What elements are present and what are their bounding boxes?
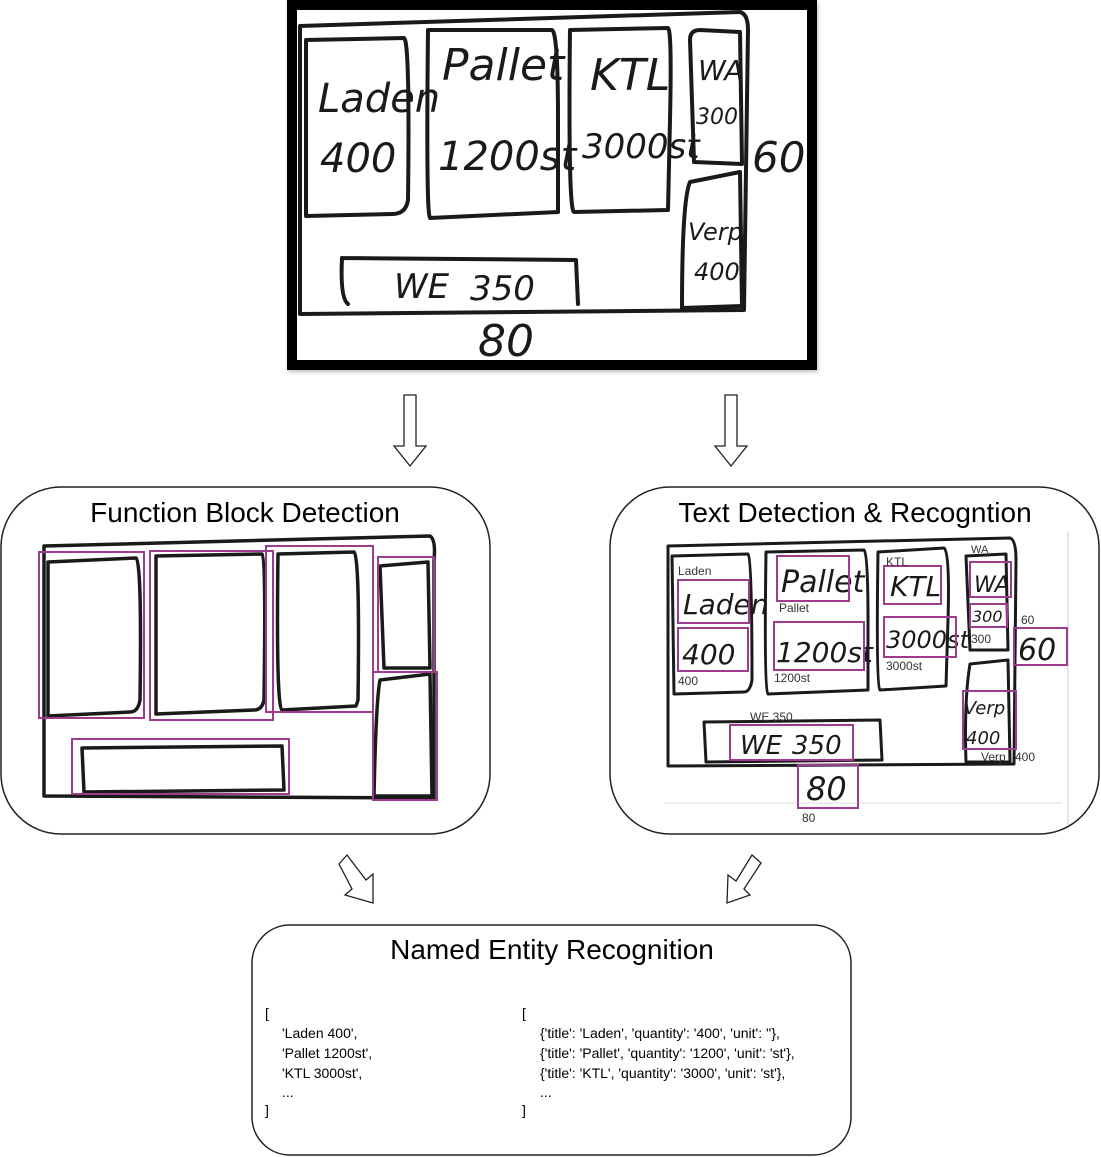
down-arrow-right bbox=[713, 394, 749, 468]
sketch-dim-width: 80 bbox=[478, 316, 534, 367]
ocr-label-60: 60 bbox=[1021, 613, 1035, 627]
ner-output-line: ... bbox=[540, 1084, 552, 1100]
svg-text:KTL: KTL bbox=[890, 570, 941, 603]
svg-text:300: 300 bbox=[972, 607, 1003, 626]
svg-text:80: 80 bbox=[806, 770, 847, 808]
ocr-label-wa-qty: 300 bbox=[971, 632, 991, 646]
down-arrow-left bbox=[392, 394, 428, 468]
ner-output-line: {'title': 'Laden', 'quantity': '400', 'u… bbox=[540, 1025, 780, 1041]
ner-input-line: [ bbox=[265, 1005, 269, 1021]
sketch-label-laden: Laden bbox=[318, 76, 440, 122]
ner-output-line: {'title': 'KTL', 'quantity': '3000', 'un… bbox=[540, 1065, 785, 1081]
ner-input-list: [ 'Laden 400', 'Pallet 1200st', 'KTL 300… bbox=[265, 1005, 372, 1118]
ocr-label-pallet: Pallet bbox=[779, 601, 810, 615]
arrows bbox=[338, 394, 762, 1077]
ocr-label-wa: WA bbox=[971, 544, 989, 556]
sketch-qty-laden: 400 bbox=[320, 136, 396, 182]
ocr-label-we: WE 350 bbox=[750, 710, 793, 724]
fbd-title: Function Block Detection bbox=[90, 497, 400, 528]
ner-input-line: 'KTL 3000st', bbox=[282, 1065, 362, 1081]
svg-text:400: 400 bbox=[682, 638, 735, 671]
sketch-label-pallet: Pallet bbox=[442, 40, 566, 91]
svg-text:Pallet: Pallet bbox=[781, 565, 866, 600]
input-sketch: Laden 400 Pallet 1200st KTL 3000st WA 30… bbox=[287, 0, 817, 370]
sketch-label-verp: Verp bbox=[688, 218, 743, 246]
diag-arrow-right bbox=[726, 853, 762, 904]
ner-output-list: [ {'title': 'Laden', 'quantity': '400', … bbox=[522, 1005, 795, 1118]
sketch-qty-we: 350 bbox=[470, 269, 535, 309]
sketch-qty-wa: 300 bbox=[696, 105, 738, 130]
sketch-qty-verp: 400 bbox=[694, 258, 740, 286]
svg-text:60: 60 bbox=[1018, 633, 1056, 668]
diag-arrow-left bbox=[338, 853, 374, 904]
svg-text:1200st: 1200st bbox=[776, 636, 874, 669]
fbd-sketch bbox=[42, 534, 437, 800]
sketch-label-we: WE bbox=[394, 267, 450, 307]
sketch-qty-pallet: 1200st bbox=[438, 134, 578, 180]
ocr-label-verp: Verp bbox=[981, 750, 1006, 764]
svg-text:350: 350 bbox=[792, 731, 842, 761]
sketch-dim-height: 60 bbox=[752, 133, 805, 182]
ocr-label-pallet-qty: 1200st bbox=[774, 671, 811, 685]
svg-text:WA: WA bbox=[974, 573, 1010, 598]
function-block-detection-panel: Function Block Detection bbox=[0, 486, 491, 835]
text-detection-panel: Text Detection & Recogntion Laden 400 Pa… bbox=[609, 486, 1100, 835]
svg-text:Verp: Verp bbox=[964, 698, 1005, 719]
sketch-label-wa: WA bbox=[698, 54, 743, 87]
ocr-label-laden: Laden bbox=[678, 564, 711, 578]
svg-text:Laden: Laden bbox=[683, 588, 769, 621]
ocr-label-ktl: KTL bbox=[886, 555, 908, 569]
ner-panel: Named Entity Recognition [ 'Laden 400', … bbox=[251, 924, 852, 1156]
tdr-bounding-boxes bbox=[677, 555, 1068, 809]
ner-input-line: 'Laden 400', bbox=[282, 1025, 357, 1041]
svg-text:WE: WE bbox=[740, 731, 783, 761]
ner-title: Named Entity Recognition bbox=[390, 934, 714, 965]
ocr-label-80: 80 bbox=[802, 811, 816, 825]
ocr-label-ktl-qty: 3000st bbox=[886, 659, 923, 673]
sketch-qty-ktl: 3000st bbox=[582, 127, 701, 167]
ner-input-line: ... bbox=[282, 1084, 294, 1100]
tdr-title: Text Detection & Recogntion bbox=[678, 497, 1031, 528]
sketch-label-ktl: KTL bbox=[590, 50, 670, 101]
ocr-label-verp-qty: 400 bbox=[1015, 750, 1035, 764]
fbd-bounding-boxes bbox=[38, 545, 438, 801]
tdr-sketch bbox=[666, 536, 1018, 768]
ner-output-line: {'title': 'Pallet', 'quantity': '1200', … bbox=[540, 1045, 795, 1061]
svg-text:400: 400 bbox=[966, 728, 1000, 749]
ner-input-line: ] bbox=[265, 1102, 269, 1118]
ocr-labels: Laden 400 Pallet 1200st KTL 3000st WA 30… bbox=[678, 544, 1035, 825]
ner-input-line: 'Pallet 1200st', bbox=[282, 1045, 372, 1061]
ner-output-line: ] bbox=[522, 1102, 526, 1118]
ocr-label-laden-qty: 400 bbox=[678, 674, 698, 688]
svg-text:3000st: 3000st bbox=[886, 626, 971, 654]
ner-output-line: [ bbox=[522, 1005, 526, 1021]
